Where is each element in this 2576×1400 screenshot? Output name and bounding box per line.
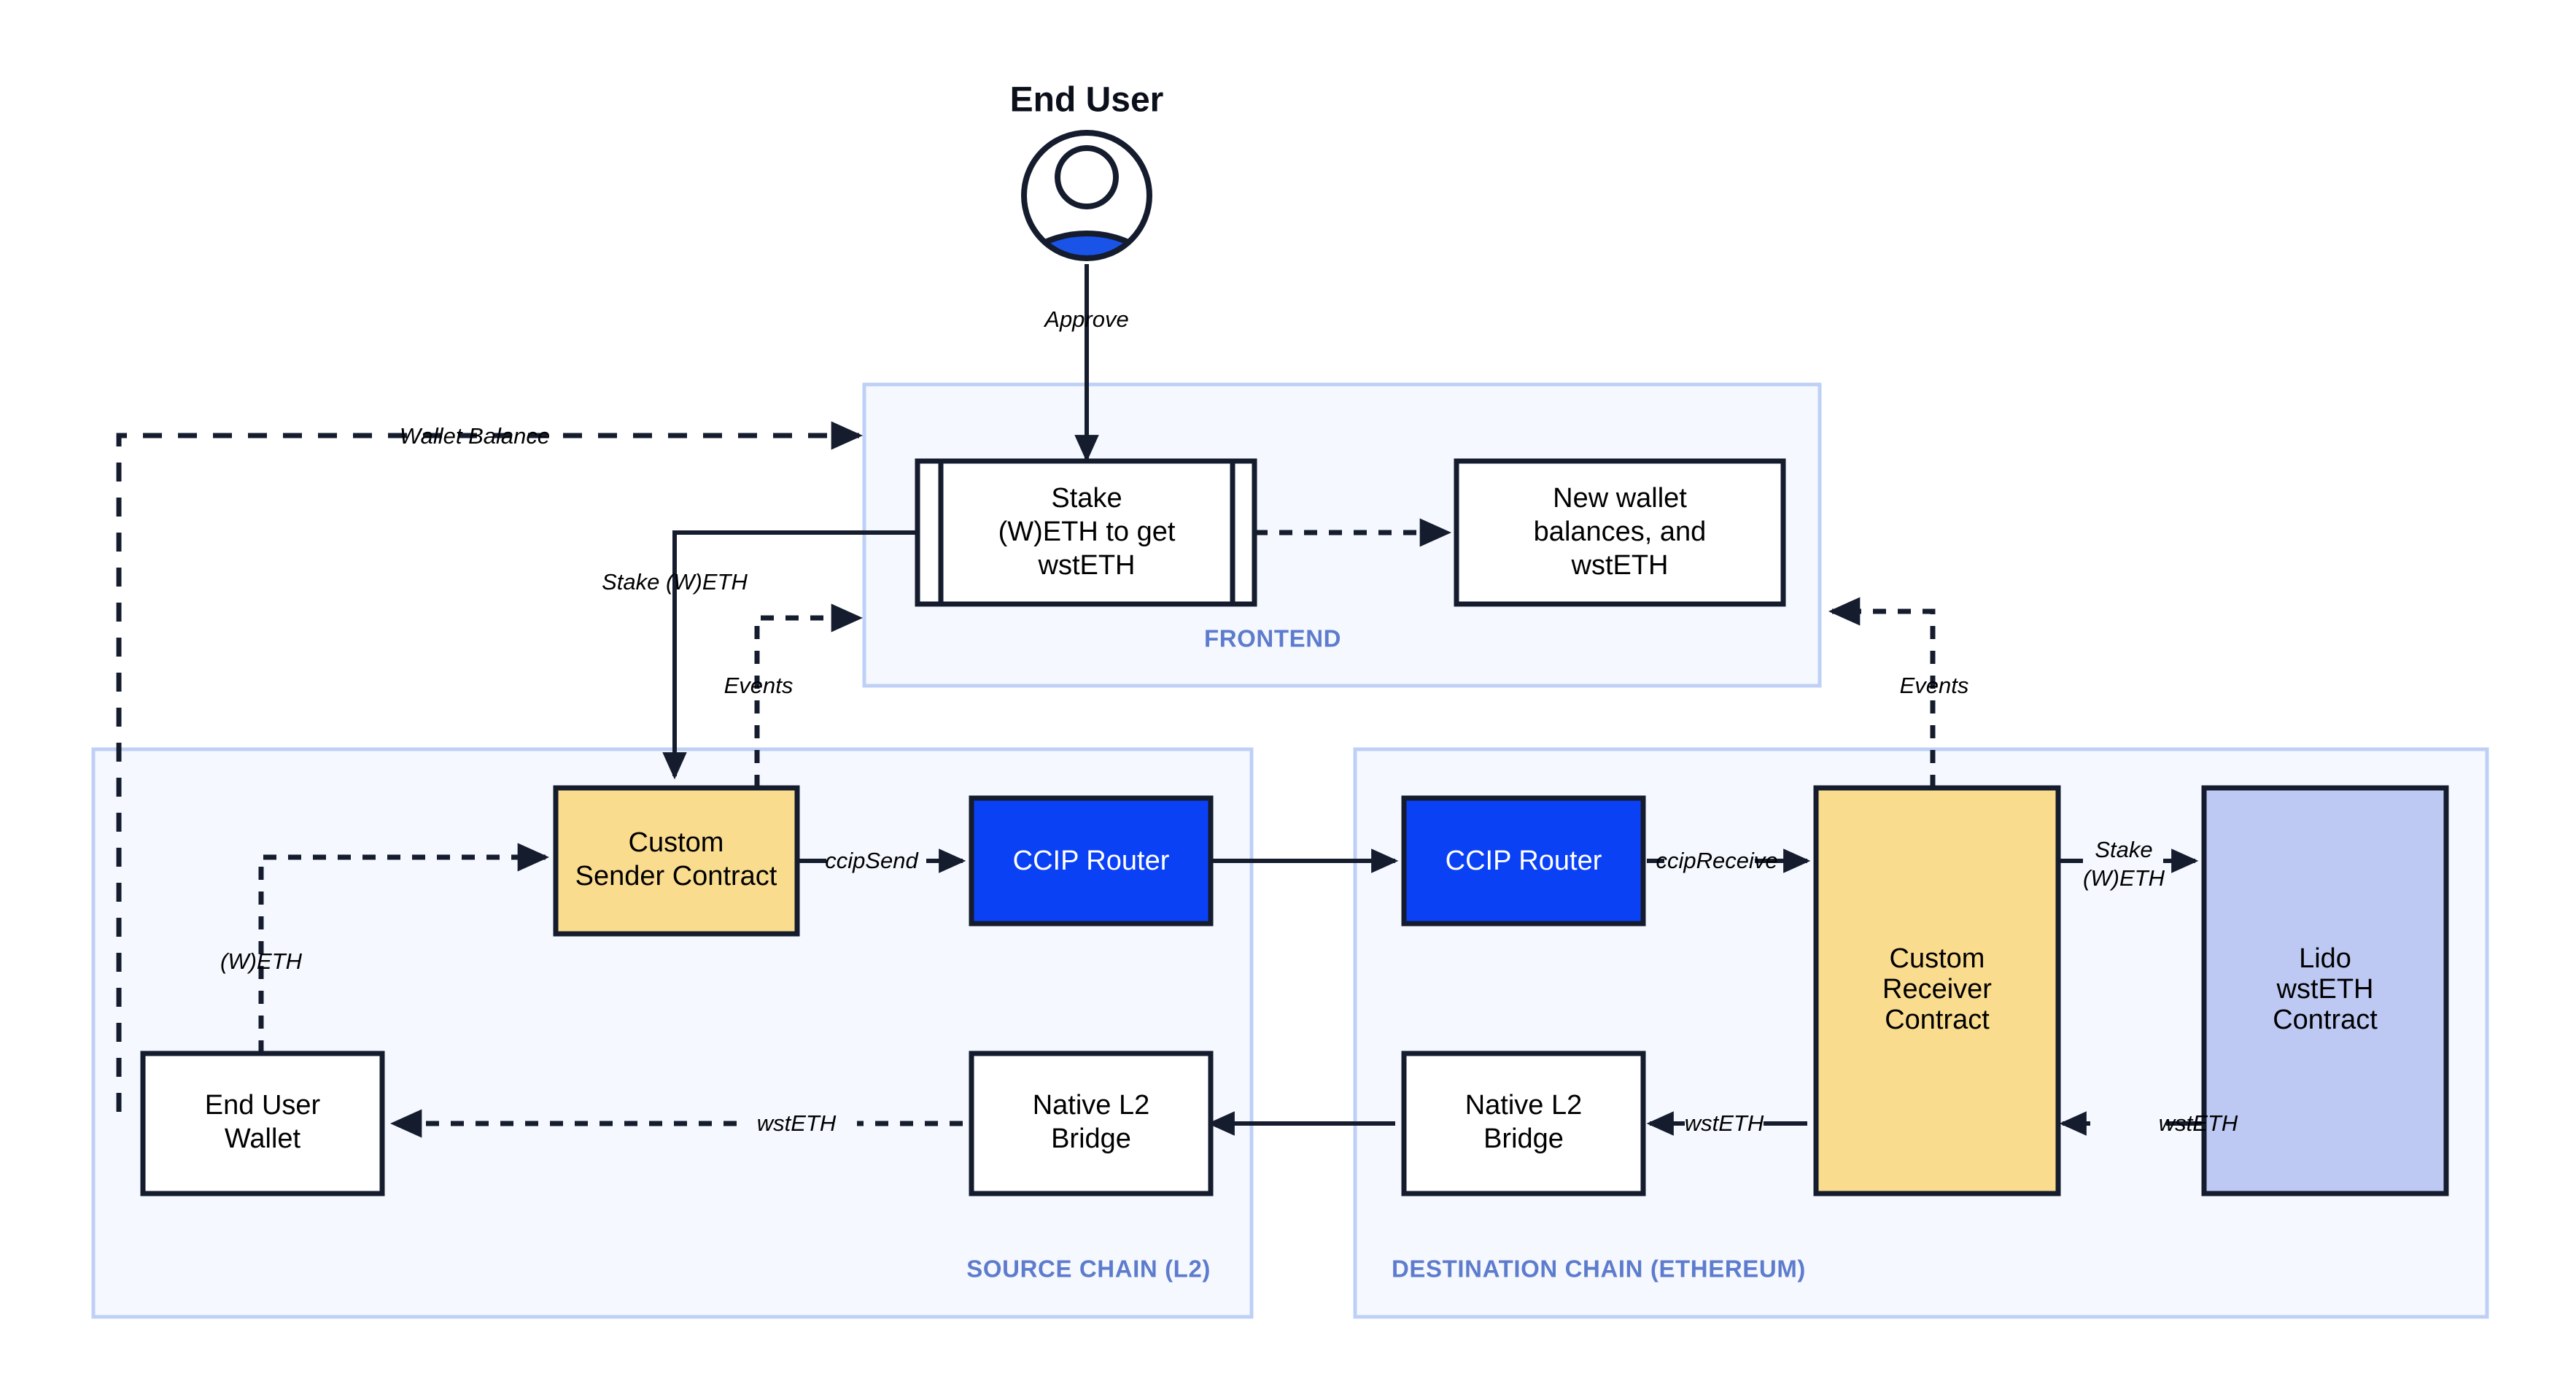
node-custom-receiver[interactable]: Custom Receiver Contract bbox=[1813, 785, 2061, 1196]
node-native-bridge-destination[interactable]: Native L2 Bridge bbox=[1401, 1051, 1646, 1196]
new-balances-line-2: balances, and bbox=[1534, 517, 1707, 547]
custom-receiver-line-2: Receiver bbox=[1882, 974, 1992, 1005]
end-user-wallet-line-1: End User bbox=[205, 1090, 321, 1121]
node-custom-sender[interactable]: Custom Sender Contract bbox=[553, 785, 800, 937]
end-user-wallet-line-2: Wallet bbox=[225, 1124, 301, 1154]
edge-label-stake-lido-line-1: Stake bbox=[2095, 837, 2152, 862]
ccip-router-destination-box[interactable] bbox=[1401, 795, 1646, 927]
edge-label-wallet-balance: Wallet Balance bbox=[400, 423, 550, 449]
edge-events-destination bbox=[1828, 597, 1936, 788]
end-user-wallet-box[interactable] bbox=[140, 1051, 385, 1196]
node-stake-action[interactable]: Stake (W)ETH to get wstETH bbox=[915, 458, 1257, 607]
edge-label-wsteth-wallet: wstETH bbox=[757, 1110, 837, 1136]
end-user-title: End User bbox=[1010, 81, 1164, 120]
native-bridge-destination-line-1: Native L2 bbox=[1465, 1090, 1583, 1121]
lido-wsteth-box[interactable] bbox=[2201, 785, 2449, 1196]
ccip-router-destination-label: CCIP Router bbox=[1446, 846, 1602, 876]
ccip-router-source-label: CCIP Router bbox=[1013, 846, 1170, 876]
node-native-bridge-source[interactable]: Native L2 Bridge bbox=[969, 1051, 1214, 1196]
new-balances-box[interactable] bbox=[1454, 458, 1786, 607]
edge-label-wsteth-bridge: wstETH bbox=[1685, 1110, 1764, 1136]
edge-label-events-source: Events bbox=[724, 673, 794, 698]
custom-sender-line-2: Sender Contract bbox=[575, 861, 777, 892]
edge-label-stake-lido-line-2: (W)ETH bbox=[2083, 865, 2165, 891]
custom-sender-line-1: Custom bbox=[629, 827, 724, 858]
new-balances-line-3: wstETH bbox=[1571, 550, 1669, 581]
custom-receiver-line-3: Contract bbox=[1885, 1005, 1990, 1035]
user-avatar-icon bbox=[1021, 130, 1152, 261]
stake-action-line-2: (W)ETH to get bbox=[998, 517, 1176, 547]
stake-action-box[interactable] bbox=[915, 458, 1257, 607]
edge-label-ccipsend: ccipSend bbox=[825, 848, 919, 873]
custom-receiver-line-1: Custom bbox=[1890, 943, 1985, 974]
native-bridge-source-line-2: Bridge bbox=[1051, 1124, 1131, 1154]
node-lido-wsteth[interactable]: Lido wstETH Contract bbox=[2201, 785, 2449, 1196]
edge-label-wsteth-lido: wstETH bbox=[2159, 1110, 2238, 1136]
lido-wsteth-line-3: Contract bbox=[2273, 1005, 2378, 1035]
lido-wsteth-line-1: Lido bbox=[2299, 943, 2351, 974]
edge-label-stake-weth: Stake (W)ETH bbox=[602, 569, 748, 595]
node-new-balances[interactable]: New wallet balances, and wstETH bbox=[1454, 458, 1786, 607]
new-balances-line-1: New wallet bbox=[1553, 483, 1687, 514]
custom-sender-box[interactable] bbox=[553, 785, 800, 937]
native-bridge-source-line-1: Native L2 bbox=[1033, 1090, 1150, 1121]
frontend-label: FRONTEND bbox=[1204, 625, 1341, 652]
native-bridge-destination-line-2: Bridge bbox=[1483, 1124, 1564, 1154]
destination-chain-label: DESTINATION CHAIN (ETHEREUM) bbox=[1392, 1256, 1806, 1283]
actor-end-user: End User bbox=[1010, 81, 1164, 261]
edge-label-approve: Approve bbox=[1043, 306, 1128, 332]
edge-events-source bbox=[754, 603, 864, 788]
node-ccip-router-source[interactable]: CCIP Router bbox=[969, 795, 1214, 927]
lido-wsteth-line-2: wstETH bbox=[2276, 974, 2374, 1005]
stake-action-line-3: wstETH bbox=[1038, 550, 1136, 581]
node-end-user-wallet[interactable]: End User Wallet bbox=[140, 1051, 385, 1196]
edge-stake-weth bbox=[662, 530, 917, 780]
edge-label-ccipreceive: ccipReceive bbox=[1656, 848, 1777, 873]
node-ccip-router-destination[interactable]: CCIP Router bbox=[1401, 795, 1646, 927]
native-bridge-source-box[interactable] bbox=[969, 1051, 1214, 1196]
edge-wallet-balance bbox=[116, 421, 864, 1112]
source-chain-label: SOURCE CHAIN (L2) bbox=[966, 1256, 1211, 1283]
edge-label-weth: (W)ETH bbox=[220, 948, 303, 974]
ccip-router-source-box[interactable] bbox=[969, 795, 1214, 927]
stake-action-line-1: Stake bbox=[1051, 483, 1122, 514]
edge-label-events-destination: Events bbox=[1900, 673, 1969, 698]
custom-receiver-box[interactable] bbox=[1813, 785, 2061, 1196]
native-bridge-destination-box[interactable] bbox=[1401, 1051, 1646, 1196]
